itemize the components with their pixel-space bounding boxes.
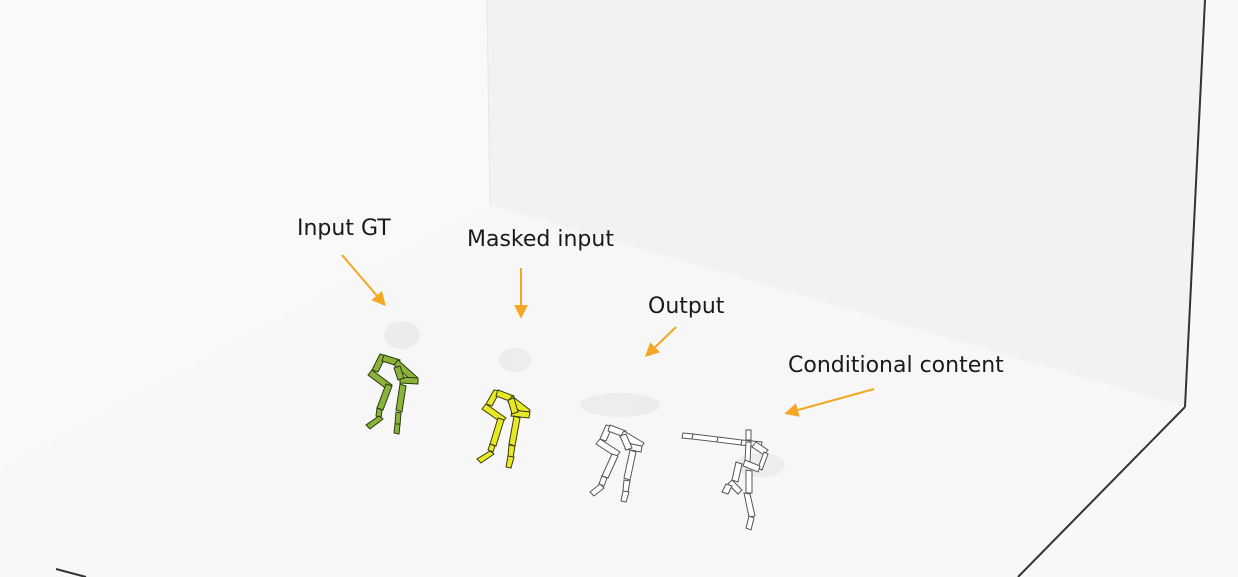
bone (745, 429, 752, 441)
bone (489, 417, 505, 447)
skeleton-output (589, 424, 645, 503)
bone (399, 376, 419, 385)
bone (598, 475, 608, 487)
bone (742, 459, 761, 473)
bone (757, 451, 769, 471)
bone (589, 483, 605, 497)
label-output: Output (648, 294, 725, 319)
shadow-masked-input (499, 348, 531, 372)
bone (619, 433, 633, 451)
shadow-input-gt (384, 321, 420, 349)
floor-edge-right (1017, 406, 1186, 577)
bone (393, 423, 401, 435)
bone (681, 432, 694, 440)
bone (376, 383, 393, 411)
back-wall (487, 0, 1205, 407)
skeleton-masked-input (476, 389, 531, 469)
bone (721, 483, 733, 495)
back-wall-edge-right (1184, 0, 1206, 408)
arrow-output (644, 326, 677, 357)
skeleton-input-gt (365, 353, 419, 435)
bone (601, 453, 619, 479)
bone (620, 490, 630, 503)
floor-edge-left (55, 568, 87, 577)
bone (365, 415, 384, 430)
bone (487, 443, 496, 453)
label-input-gt: Input GT (297, 216, 391, 241)
bone (395, 383, 407, 413)
bone (731, 461, 743, 483)
bone (476, 450, 495, 464)
bone (745, 515, 755, 531)
bone (745, 469, 753, 494)
bone (623, 449, 637, 481)
left-wall (0, 0, 490, 470)
floor (0, 205, 1185, 577)
bone (505, 455, 515, 469)
label-conditional-content: Conditional content (788, 353, 1004, 378)
arrow-input-gt (341, 254, 386, 307)
skeleton-conditional-content (681, 429, 769, 531)
arrow-conditional-content (784, 388, 875, 417)
back-wall-edge-left (486, 0, 491, 206)
shadow-output (580, 393, 660, 417)
bone (743, 492, 756, 518)
bone (507, 397, 519, 415)
bone (394, 411, 402, 426)
bone (393, 365, 405, 381)
bone (727, 479, 743, 495)
label-masked-input: Masked input (467, 227, 614, 252)
bone (744, 441, 752, 463)
